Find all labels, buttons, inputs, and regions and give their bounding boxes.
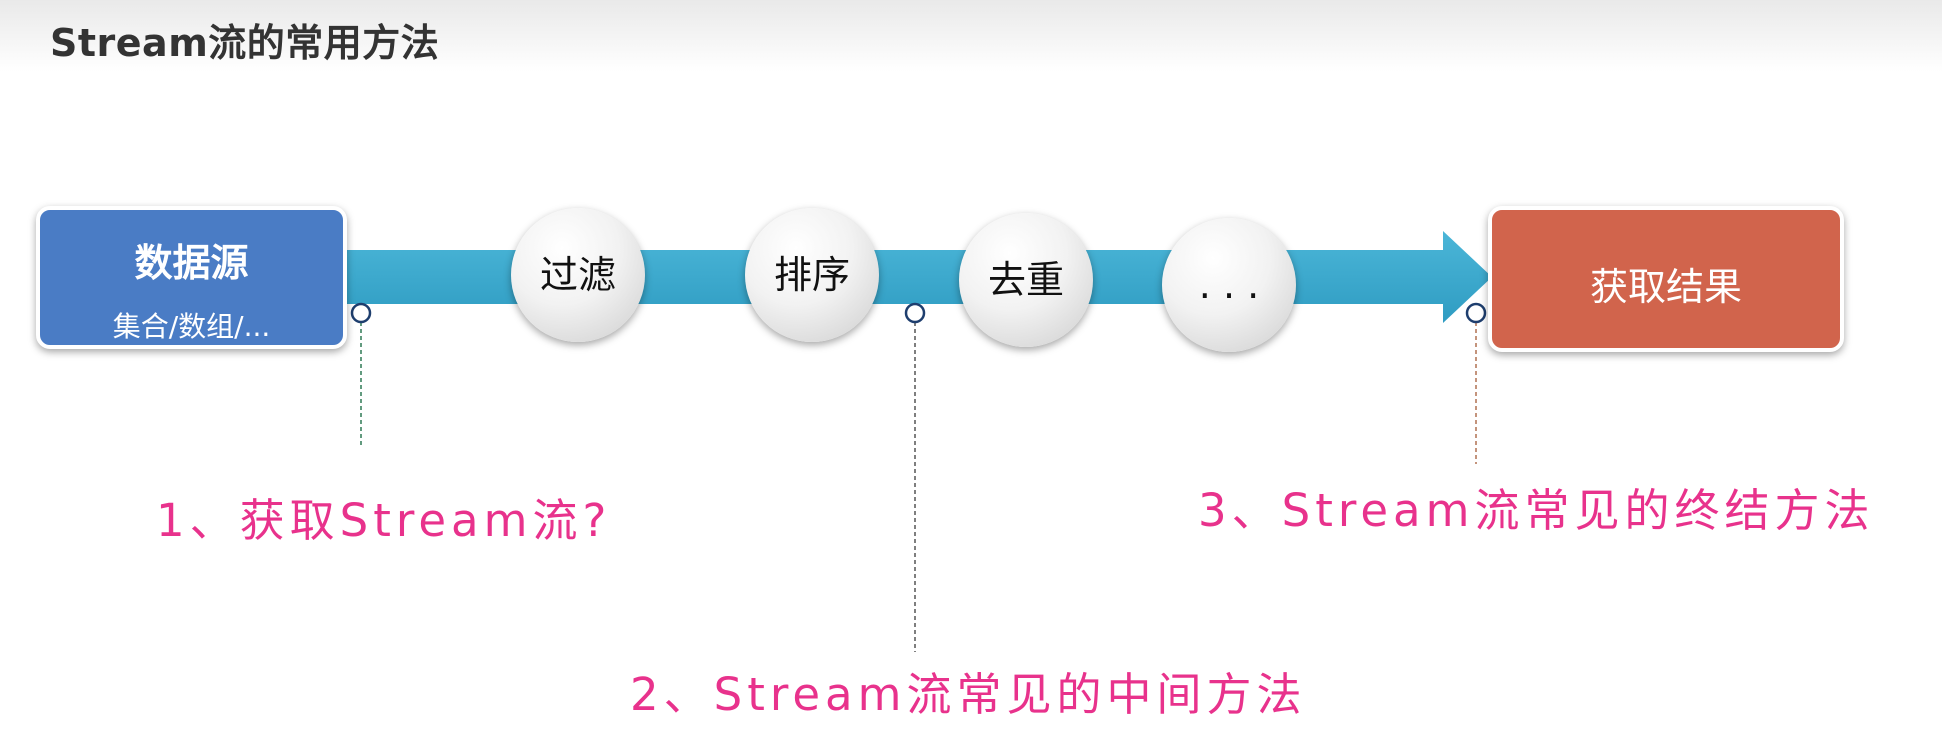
result-label: 获取结果 xyxy=(1589,265,1742,309)
connector-marker-3 xyxy=(1465,302,1487,324)
data-source-box: 数据源 集合/数组/... xyxy=(36,206,347,349)
connector-marker-1 xyxy=(350,302,372,324)
step-distinct: 去重 xyxy=(959,213,1093,347)
step-more: . . . xyxy=(1162,218,1296,352)
data-source-title: 数据源 xyxy=(134,241,249,285)
annotation-get-stream: 1、获取Stream流? xyxy=(156,494,612,547)
annotation-intermediate-methods: 2、Stream流常见的中间方法 xyxy=(630,668,1307,721)
step-filter: 过滤 xyxy=(511,208,645,342)
connector-marker-2 xyxy=(904,302,926,324)
header-band xyxy=(0,0,1942,72)
step-sort: 排序 xyxy=(745,208,879,342)
annotation-terminal-methods: 3、Stream流常见的终结方法 xyxy=(1198,484,1875,537)
result-box: 获取结果 xyxy=(1488,206,1844,352)
page-title: Stream流的常用方法 xyxy=(50,21,440,65)
data-source-subtitle: 集合/数组/... xyxy=(112,310,271,343)
